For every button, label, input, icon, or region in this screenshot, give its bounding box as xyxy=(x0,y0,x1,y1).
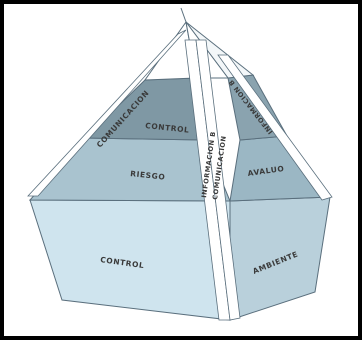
apex-tip xyxy=(181,8,186,22)
